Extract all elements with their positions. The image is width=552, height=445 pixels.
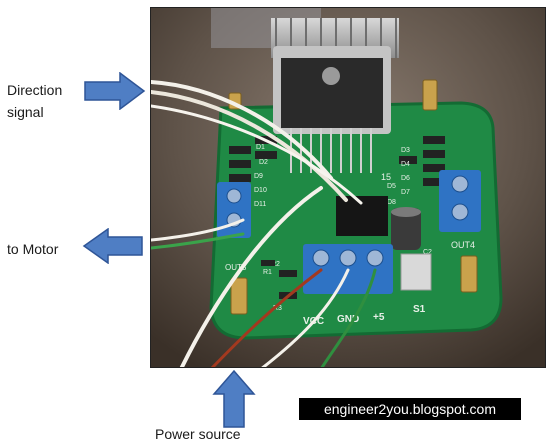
- d5-label: D5: [387, 183, 396, 190]
- left-arrow-icon: [82, 228, 143, 264]
- right-arrow-icon: [84, 72, 146, 110]
- terminal-block-left: [217, 182, 251, 238]
- capacitor: [391, 207, 421, 250]
- direction-label-line2: signal: [7, 104, 44, 120]
- motor-label: to Motor: [7, 241, 59, 257]
- direction-signal-label: Direction signal: [7, 79, 62, 123]
- up-arrow-icon: [212, 370, 256, 428]
- out4-label: OUT4: [451, 240, 475, 250]
- diodes-right: [399, 136, 445, 186]
- brass-standoffs: [228, 79, 478, 315]
- s1-label: S1: [413, 304, 426, 315]
- terminal-block-right: [439, 170, 481, 232]
- d10-label: D10: [254, 187, 267, 194]
- d7-label: D7: [401, 189, 410, 196]
- plus5-label: +5: [373, 312, 385, 323]
- d3-label: D3: [401, 147, 410, 154]
- d2-label: D2: [259, 159, 268, 166]
- d9-label: D9: [254, 173, 263, 180]
- wires: [151, 80, 377, 367]
- d6-label: D6: [401, 175, 410, 182]
- ic-pin-label: 15: [381, 172, 391, 182]
- blog-watermark: engineer2you.blogspot.com: [299, 398, 521, 420]
- regulator: [400, 253, 432, 291]
- c2-label: C2: [423, 249, 432, 256]
- r1-label: R1: [263, 269, 272, 276]
- d8-label: D8: [387, 199, 396, 206]
- d11-label: D11: [254, 201, 266, 208]
- d4-label: D4: [401, 161, 410, 168]
- out3-label: OUT3: [225, 263, 247, 272]
- power-source-label: Power source: [155, 426, 241, 442]
- motor-driver-photo: 15 D1 D2 D9 D10 D11 D3 D4 D5: [150, 7, 546, 368]
- d1-label: D1: [256, 144, 265, 151]
- r3-label: R3: [273, 305, 282, 312]
- direction-label-line1: Direction: [7, 82, 63, 98]
- gnd-label: GND: [337, 314, 359, 325]
- heatsink: [271, 18, 399, 173]
- r2-label: R2: [271, 261, 280, 268]
